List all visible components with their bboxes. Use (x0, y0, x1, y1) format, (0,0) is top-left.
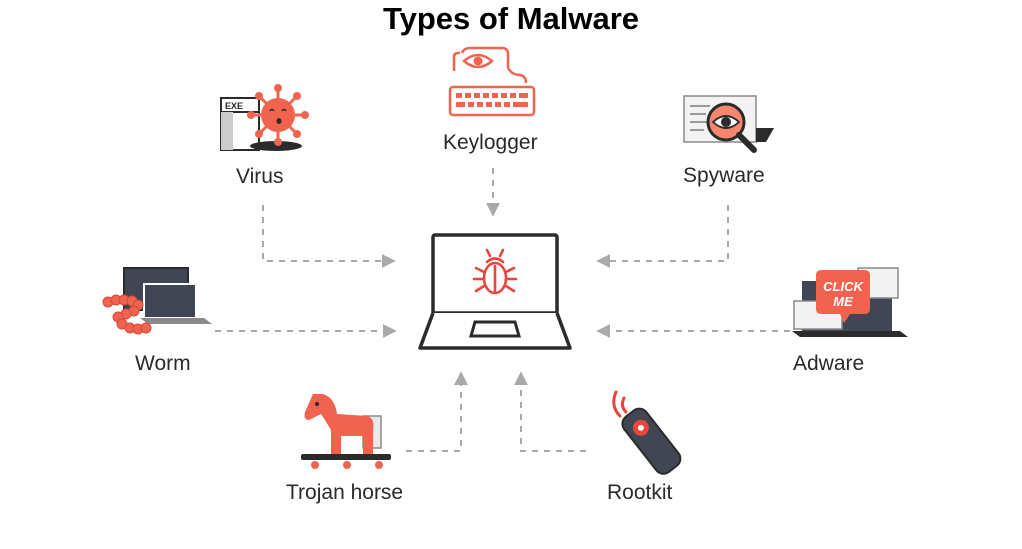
node-adware: CLICK ME Adware (788, 265, 918, 385)
connector-rootkit (514, 371, 586, 452)
connector-virus (262, 205, 396, 268)
node-worm: Worm (100, 262, 220, 382)
ad-badge-line1: CLICK (823, 279, 864, 294)
node-label-spyware: Spyware (683, 164, 765, 187)
node-label-trojan: Trojan horse (286, 481, 404, 504)
magnifier-eye-icon (683, 95, 774, 153)
node-label-worm: Worm (135, 352, 191, 375)
remote-signal-icon (612, 390, 682, 475)
node-rootkit: Rootkit (600, 390, 710, 510)
click-me-ad-icon: CLICK ME (792, 267, 908, 337)
node-label-virus: Virus (236, 165, 284, 188)
diagram-title: Types of Malware (382, 1, 640, 36)
node-label-keylogger: Keylogger (443, 131, 538, 154)
node-trojan: Trojan horse (285, 390, 425, 510)
node-keylogger: Keylogger (440, 45, 560, 154)
svg-text:EXE: EXE (225, 101, 243, 111)
node-label-rootkit: Rootkit (607, 481, 673, 504)
center-laptop (415, 232, 575, 352)
node-label-adware: Adware (793, 352, 865, 375)
virus-exe-icon: EXE (220, 84, 309, 151)
node-spyware: Spyware (680, 92, 790, 187)
ad-badge-line2: ME (833, 294, 853, 309)
node-virus: EXE Virus (218, 80, 318, 188)
connector-spyware (596, 205, 729, 268)
trojan-horse-icon (301, 394, 391, 469)
keyboard-eye-icon (448, 46, 536, 117)
laptop-bug-icon (418, 233, 572, 350)
worm-laptop-icon (102, 267, 212, 335)
